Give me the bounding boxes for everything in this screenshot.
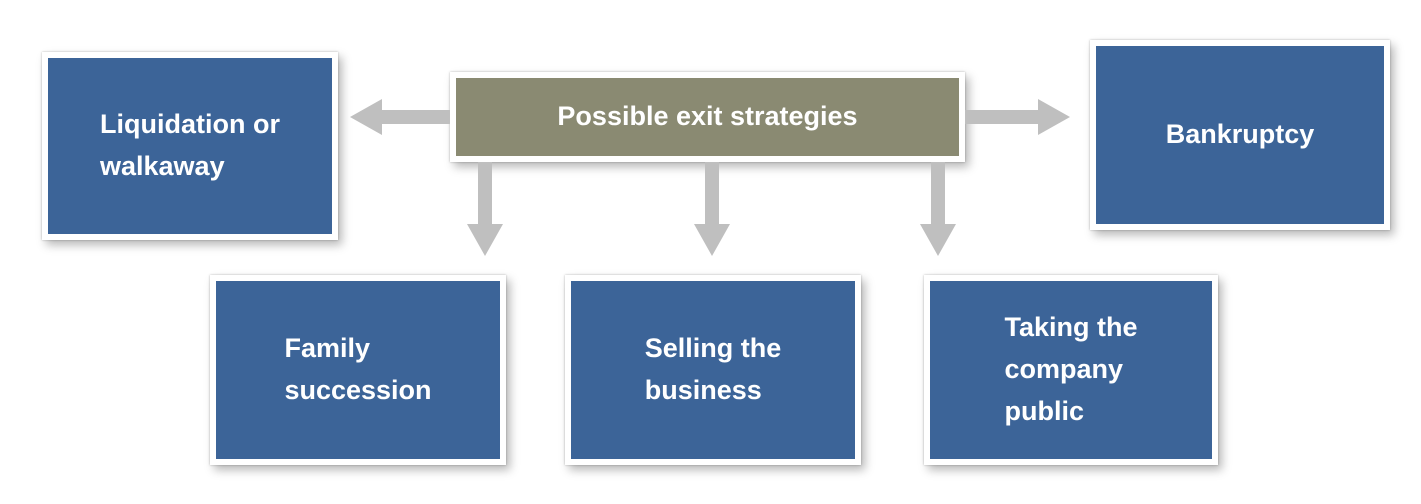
arrow-right-shaft xyxy=(965,110,1040,124)
arrow-down-public-shaft xyxy=(931,162,945,225)
arrow-down-family-icon xyxy=(467,162,503,256)
node-selling-the-business: Selling the business xyxy=(565,275,861,465)
arrow-left-shaft xyxy=(380,110,450,124)
node-family-succession: Family succession xyxy=(210,275,506,465)
arrow-down-family-head xyxy=(467,224,503,256)
node-taking-the-company-public-label: Taking the company public xyxy=(1004,312,1138,426)
arrow-down-selling-shaft xyxy=(705,162,719,225)
node-possible-exit-strategies: Possible exit strategies xyxy=(450,72,965,162)
arrow-right-head xyxy=(1038,99,1070,135)
arrow-down-selling-icon xyxy=(694,162,730,256)
node-possible-exit-strategies-label: Possible exit strategies xyxy=(557,101,858,132)
node-selling-the-business-label: Selling the business xyxy=(644,333,782,405)
arrow-down-family-shaft xyxy=(478,162,492,225)
node-liquidation-or-walkaway: Liquidation or walkaway xyxy=(42,52,338,240)
node-taking-the-company-public: Taking the company public xyxy=(924,275,1218,465)
arrow-down-public-icon xyxy=(920,162,956,256)
arrow-down-selling-head xyxy=(694,224,730,256)
node-family-succession-label: Family succession xyxy=(284,333,432,405)
node-bankruptcy: Bankruptcy xyxy=(1090,40,1390,230)
arrow-left-head xyxy=(350,99,382,135)
arrow-right-icon xyxy=(965,99,1070,135)
arrow-down-public-head xyxy=(920,224,956,256)
node-bankruptcy-label: Bankruptcy xyxy=(1165,119,1315,150)
arrow-left-icon xyxy=(350,99,450,135)
node-liquidation-or-walkaway-label: Liquidation or walkaway xyxy=(100,109,280,181)
